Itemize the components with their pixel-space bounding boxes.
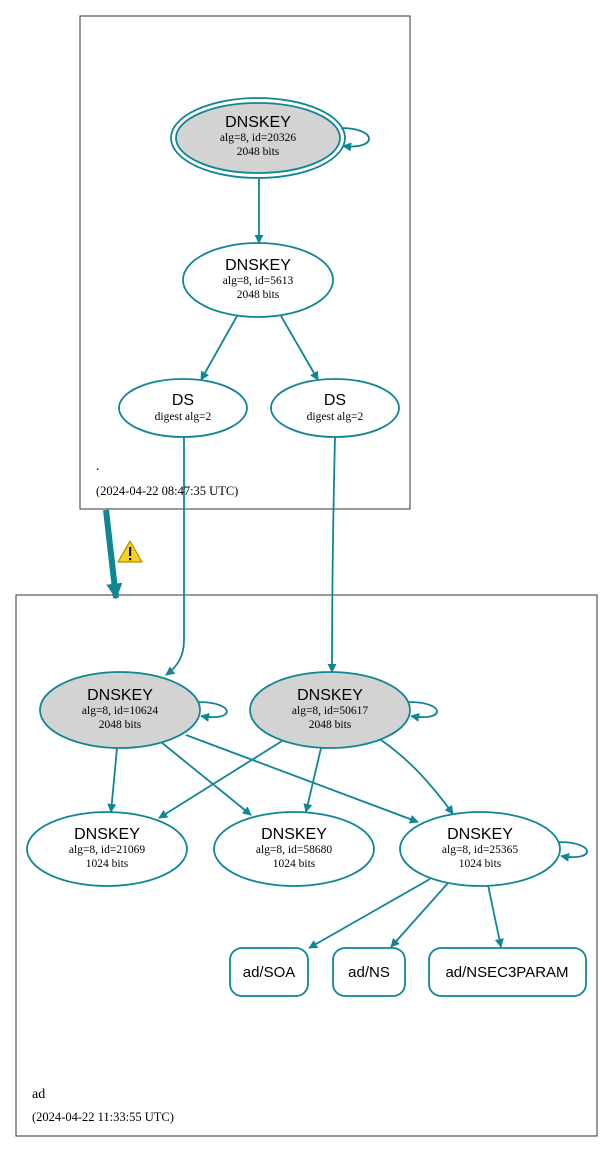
node-ad-ksk-10624-bits: 2048 bits bbox=[99, 719, 142, 731]
edge-ds-right-to-ad-ksk2 bbox=[327, 436, 337, 673]
node-ad-zsk-58680-title: DNSKEY bbox=[261, 826, 327, 843]
edge-ds-left-to-ad-ksk1 bbox=[165, 437, 185, 676]
edge-zsk3-to-ns bbox=[390, 882, 449, 948]
rrset-ad-nsec3param-label: ad/NSEC3PARAM bbox=[445, 964, 568, 981]
rrset-ad-soa[interactable]: ad/SOA bbox=[229, 947, 309, 997]
node-ad-ksk-10624-alg: alg=8, id=10624 bbox=[82, 705, 158, 717]
node-ad-zsk-21069-title: DNSKEY bbox=[74, 826, 140, 843]
edge-zsk3-to-nsec3param bbox=[487, 884, 504, 948]
node-root-ksk-alg: alg=8, id=20326 bbox=[220, 132, 296, 144]
rrset-ad-nsec3param[interactable]: ad/NSEC3PARAM bbox=[428, 947, 587, 997]
edge-delegation bbox=[103, 509, 123, 600]
edge-ksk1-to-zsk1 bbox=[107, 747, 118, 813]
node-ad-zsk-58680-alg: alg=8, id=58680 bbox=[256, 844, 332, 856]
node-ad-ksk-50617[interactable]: DNSKEY alg=8, id=50617 2048 bits bbox=[249, 671, 411, 749]
node-ds-left-digest: digest alg=2 bbox=[155, 411, 212, 423]
node-root-ksk-bits: 2048 bits bbox=[237, 146, 280, 158]
zone-ad-name: ad bbox=[32, 1087, 45, 1102]
edge-ad-ksk1-self-loop bbox=[197, 701, 228, 722]
zone-root-timestamp: (2024-04-22 08:47:35 UTC) bbox=[96, 484, 238, 498]
node-ad-zsk-21069-bits: 1024 bits bbox=[86, 858, 129, 870]
rrset-ad-ns-label: ad/NS bbox=[348, 964, 390, 981]
node-ad-ksk-10624-title: DNSKEY bbox=[87, 687, 153, 704]
edge-ad-zsk3-self-loop bbox=[558, 841, 588, 862]
node-ad-ksk-50617-title: DNSKEY bbox=[297, 687, 363, 704]
rrset-ad-soa-label: ad/SOA bbox=[243, 964, 296, 981]
edge-zsk-to-ds-left bbox=[200, 315, 238, 381]
node-ad-zsk-25365-bits: 1024 bits bbox=[459, 858, 502, 870]
edge-ksk-self-loop bbox=[340, 127, 370, 152]
edge-ksk2-to-zsk3 bbox=[380, 739, 454, 815]
node-root-ksk[interactable]: DNSKEY alg=8, id=20326 2048 bits bbox=[170, 97, 346, 179]
node-ds-right-title: DS bbox=[324, 392, 346, 409]
zone-ad-timestamp: (2024-04-22 11:33:55 UTC) bbox=[32, 1110, 174, 1124]
node-ds-left-title: DS bbox=[172, 392, 194, 409]
node-ds-left[interactable]: DS digest alg=2 bbox=[118, 378, 248, 438]
node-ad-zsk-25365-title: DNSKEY bbox=[447, 826, 513, 843]
node-ad-zsk-58680-bits: 1024 bits bbox=[273, 858, 316, 870]
node-ad-zsk-25365-alg: alg=8, id=25365 bbox=[442, 844, 518, 856]
edge-ksk1-to-zsk3 bbox=[185, 734, 419, 824]
node-ad-zsk-21069-alg: alg=8, id=21069 bbox=[69, 844, 145, 856]
zone-root-name: . bbox=[96, 459, 100, 474]
edge-ksk1-to-zsk2 bbox=[160, 741, 252, 816]
node-root-zsk[interactable]: DNSKEY alg=8, id=5613 2048 bits bbox=[182, 242, 334, 318]
node-root-zsk-alg: alg=8, id=5613 bbox=[223, 275, 294, 287]
node-ad-zsk-58680[interactable]: DNSKEY alg=8, id=58680 1024 bits bbox=[213, 811, 375, 887]
node-ad-ksk-10624[interactable]: DNSKEY alg=8, id=10624 2048 bits bbox=[39, 671, 201, 749]
edge-zsk-to-ds-right bbox=[280, 315, 319, 381]
node-ad-ksk-50617-alg: alg=8, id=50617 bbox=[292, 705, 368, 717]
warning-triangle-icon[interactable] bbox=[117, 540, 143, 563]
edge-ad-ksk2-self-loop bbox=[408, 701, 438, 722]
edge-ksk2-to-zsk2 bbox=[303, 747, 322, 813]
node-ad-ksk-50617-bits: 2048 bits bbox=[309, 719, 352, 731]
edge-ksk2-to-zsk1 bbox=[158, 740, 283, 819]
node-ds-right-digest: digest alg=2 bbox=[307, 411, 364, 423]
node-root-zsk-bits: 2048 bits bbox=[237, 289, 280, 301]
node-ds-right[interactable]: DS digest alg=2 bbox=[270, 378, 400, 438]
edge-zsk3-to-soa bbox=[308, 878, 431, 949]
node-root-ksk-title: DNSKEY bbox=[225, 114, 291, 131]
rrset-ad-ns[interactable]: ad/NS bbox=[332, 947, 406, 997]
node-root-zsk-title: DNSKEY bbox=[225, 257, 291, 274]
node-ad-zsk-25365[interactable]: DNSKEY alg=8, id=25365 1024 bits bbox=[399, 811, 561, 887]
node-ad-zsk-21069[interactable]: DNSKEY alg=8, id=21069 1024 bits bbox=[26, 811, 188, 887]
